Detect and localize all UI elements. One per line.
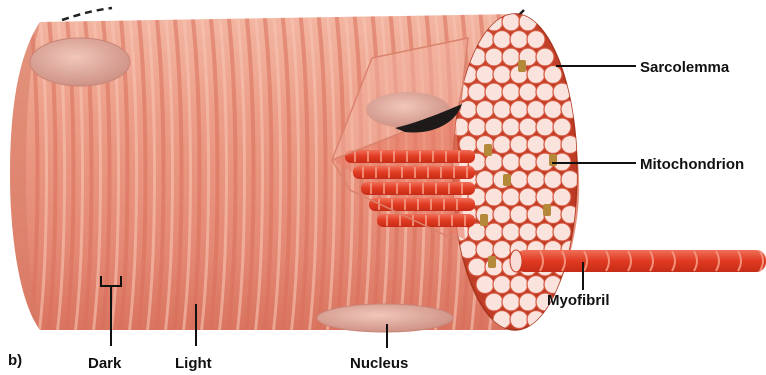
nucleus-bottom [317, 304, 453, 332]
mitochondrion-icon [484, 144, 492, 156]
myofibril-cross-section [527, 171, 545, 189]
mitochondrion-icon [503, 174, 511, 186]
mitochondrion-icon [543, 204, 551, 216]
myofibril-cross-section [510, 206, 528, 224]
myofibril-cross-section [502, 48, 520, 66]
protruding-myofibril [510, 250, 766, 272]
myofibril-cross-section [544, 66, 562, 84]
myofibril-cross-section [553, 118, 571, 136]
myofibril-cross-section [510, 31, 528, 49]
myofibril-cross-section [536, 188, 554, 206]
myofibril-cross-section [527, 101, 545, 119]
myofibril-cross-section [493, 136, 511, 154]
myofibril-cross-section [544, 101, 562, 119]
myofibril-cross-section [502, 118, 520, 136]
myofibril-cross-section [493, 206, 511, 224]
label-mitochondrion: Mitochondrion [640, 156, 744, 173]
myofibril-cross-section [468, 83, 486, 101]
label-light: Light [175, 355, 212, 372]
myofibril-cross-section [519, 118, 537, 136]
myofibril-cross-section [493, 66, 511, 84]
myofibril-cross-section [510, 136, 528, 154]
myofibril-cross-section [476, 66, 494, 84]
label-nucleus: Nucleus [350, 355, 408, 372]
myofibril-cross-section [485, 83, 503, 101]
myofibril-cross-section [510, 171, 528, 189]
myofibril-cross-section [527, 136, 545, 154]
myofibril-cross-section [536, 223, 554, 241]
myofibril-cross-section [519, 188, 537, 206]
myofibril-cross-section [502, 223, 520, 241]
myofibril-cross-section [510, 276, 528, 294]
myofibril-cross-section [493, 276, 511, 294]
myofibril-cross-section [527, 276, 545, 294]
myofibril-cross-section [485, 188, 503, 206]
myofibril-cross-section [493, 241, 511, 259]
myofibril-cross-section [536, 83, 554, 101]
label-dark: Dark [88, 355, 122, 372]
myofibril-cross-section [485, 48, 503, 66]
myofibril-cross-section [519, 293, 537, 311]
myofibril-cross-section [502, 153, 520, 171]
label-myofibril: Myofibril [547, 292, 610, 309]
mitochondrion-icon [488, 256, 496, 268]
mitochondrion-icon [518, 60, 526, 72]
myofibril-cross-section [493, 101, 511, 119]
myofibril-cross-section [519, 13, 537, 31]
myofibril-cross-section [510, 311, 528, 329]
myofibril-cross-section [476, 171, 494, 189]
dashed-outline [62, 8, 112, 20]
nucleus-top [30, 38, 130, 86]
myofibril-cross-section [544, 171, 562, 189]
myofibril-cross-section [527, 31, 545, 49]
myofibril-cross-section [527, 66, 545, 84]
myofibril-cross-section [553, 188, 571, 206]
myofibril-cross-section [485, 118, 503, 136]
myofibril-cross-section [502, 83, 520, 101]
myofibril-cross-section [527, 206, 545, 224]
myofibril-cross-section [536, 48, 554, 66]
myofibril-cross-section [476, 101, 494, 119]
myofibril-cross-section [502, 293, 520, 311]
myofibril-rod [353, 166, 475, 179]
myofibril-cross-section [519, 83, 537, 101]
myofibril-cross-section [510, 101, 528, 119]
myofibril-cross-section [561, 171, 579, 189]
myofibril-cross-section [468, 258, 486, 276]
myofibril-cross-section [561, 101, 579, 119]
myofibril-cross-section [544, 136, 562, 154]
myofibril-rod [345, 150, 475, 163]
myofibril-cross-section [502, 188, 520, 206]
myofibril-rod [369, 198, 475, 211]
myofibril-cross-section [459, 101, 477, 119]
label-sarcolemma: Sarcolemma [640, 59, 730, 76]
myofibril-cross-section [485, 223, 503, 241]
mitochondrion-icon [549, 154, 557, 166]
mitochondrion-icon [480, 214, 488, 226]
myofibril-cross-section [553, 223, 571, 241]
panel-label: b) [8, 352, 22, 369]
myofibril-cross-section [485, 293, 503, 311]
myofibril-cross-section [553, 83, 571, 101]
myofibril-cross-section [476, 241, 494, 259]
myofibril-cross-section [493, 31, 511, 49]
myofibril-rod [361, 182, 475, 195]
myofibril-cross-section [468, 118, 486, 136]
myofibril-cross-section [519, 153, 537, 171]
myofibril-cross-section [536, 118, 554, 136]
myofibril-cross-section [519, 223, 537, 241]
myofibril-cross-section [476, 276, 494, 294]
